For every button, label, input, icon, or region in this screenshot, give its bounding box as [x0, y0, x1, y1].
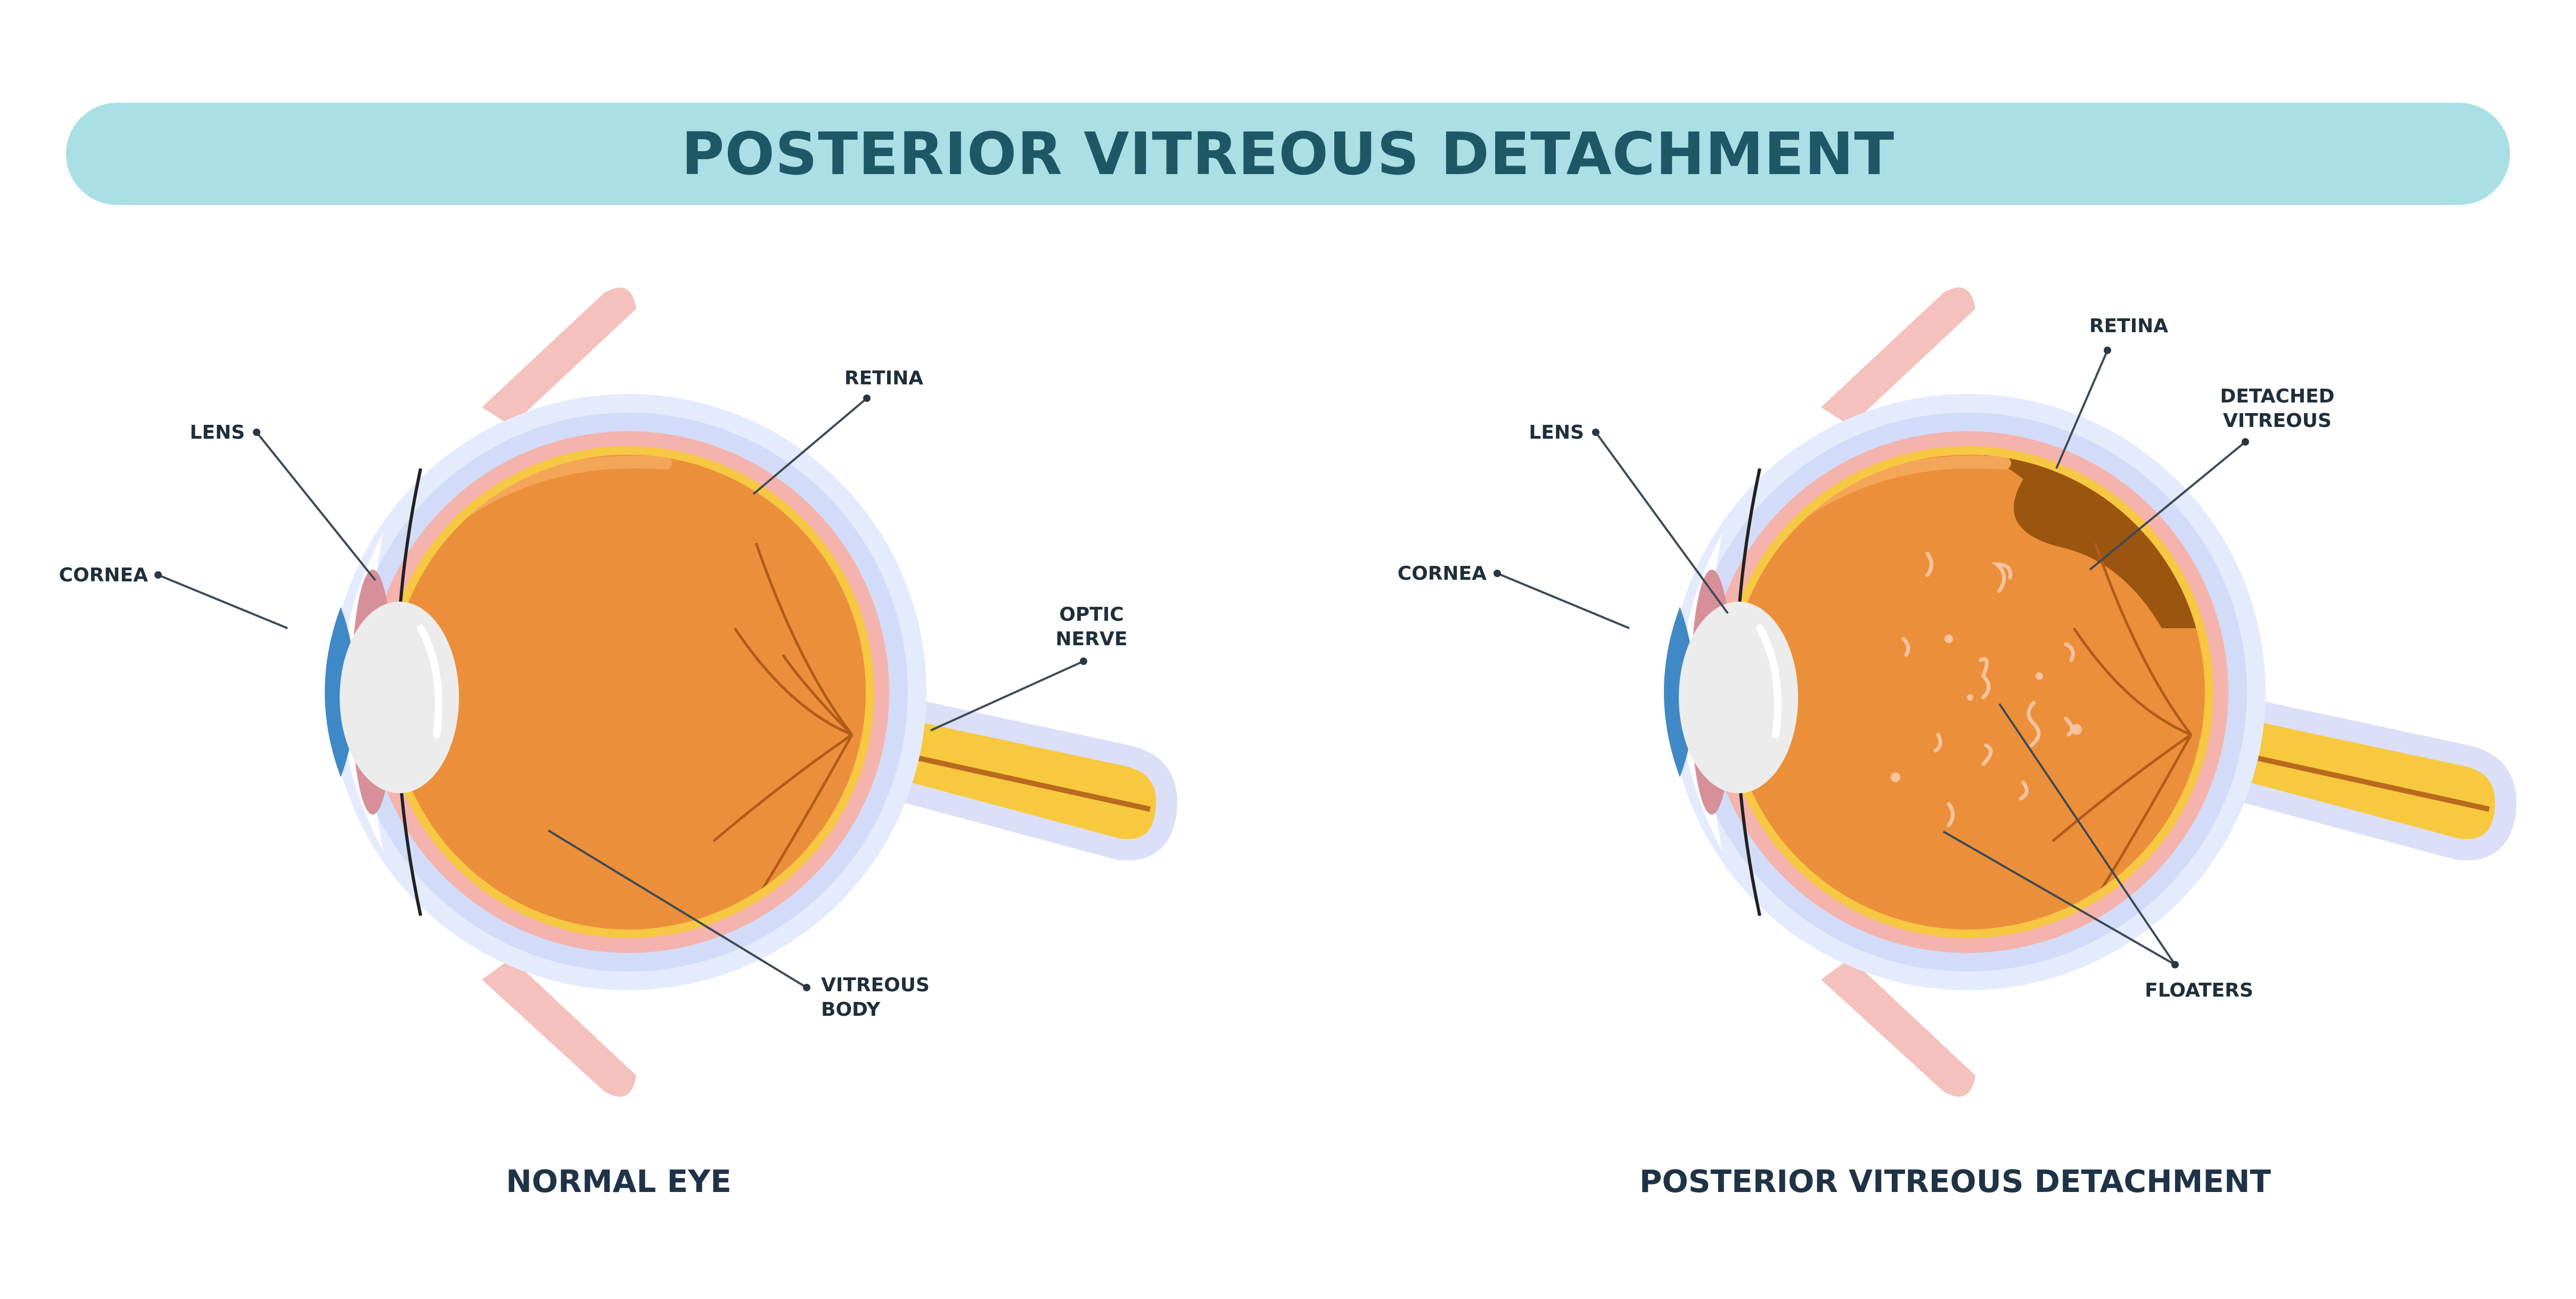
lens-highlight — [417, 624, 442, 738]
label-retina: RETINA — [844, 367, 924, 389]
label-lens: LENS — [1529, 422, 1584, 443]
blood-vessels — [2052, 542, 2193, 901]
label-detached-vitreous: DETACHED VITREOUS — [2220, 385, 2335, 432]
leader-retina — [752, 397, 868, 495]
normal-eye-illustration — [325, 287, 1178, 1097]
leader-floaters — [1998, 703, 2176, 966]
lower-muscle — [482, 958, 636, 1097]
label-floaters: FLOATERS — [2145, 980, 2253, 1001]
label-optic-nerve: OPTIC NERVE — [1055, 604, 1128, 650]
lens-highlight — [1756, 624, 1782, 738]
label-lens: LENS — [190, 422, 245, 443]
lower-muscle — [1821, 958, 1975, 1097]
leader-lens — [1595, 431, 1729, 614]
vitreous-body — [391, 455, 866, 930]
leader-dots — [154, 347, 2249, 991]
leader-lines — [158, 350, 2246, 989]
page-title: POSTERIOR VITREOUS DETACHMENT — [681, 120, 1895, 188]
leader-retina — [2055, 350, 2109, 469]
floater-dots — [1891, 635, 2082, 782]
leader-cornea — [1497, 572, 1630, 629]
floaters — [1901, 552, 2075, 827]
leader-floaters — [1943, 831, 2176, 966]
blood-vessels — [712, 542, 854, 901]
title-banner: POSTERIOR VITREOUS DETACHMENT — [66, 103, 2510, 205]
caption-pvd: POSTERIOR VITREOUS DETACHMENT — [1639, 1163, 2271, 1199]
label-cornea: CORNEA — [59, 564, 148, 586]
leader-lens — [256, 431, 376, 581]
label-retina: RETINA — [2089, 315, 2169, 337]
caption-normal-eye: NORMAL EYE — [506, 1163, 732, 1199]
detached-vitreous-region — [1885, 455, 2205, 628]
leader-optic-nerve — [930, 660, 1084, 731]
label-cornea: CORNEA — [1397, 563, 1487, 585]
leader-cornea — [158, 574, 288, 629]
vitreous-body — [1730, 455, 2205, 930]
upper-muscle — [1821, 287, 1975, 426]
label-vitreous-body: VITREOUS BODY — [821, 974, 930, 1021]
pvd-eye-illustration — [1664, 287, 2517, 1097]
leader-detached-vitreous — [2089, 441, 2246, 571]
leader-vitreous-body — [547, 829, 808, 989]
upper-muscle — [482, 287, 636, 426]
